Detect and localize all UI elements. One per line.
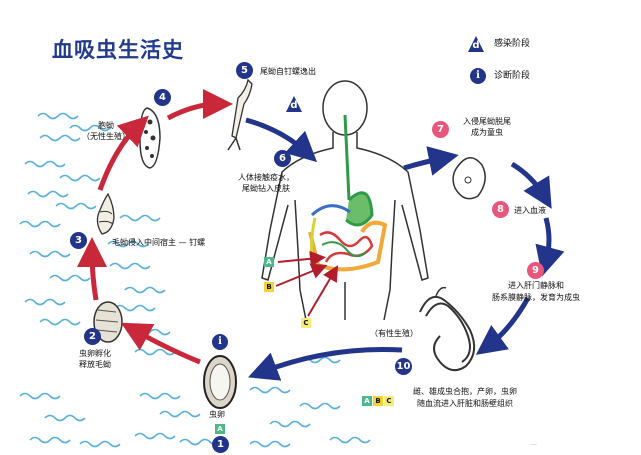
- step-4-number: 4: [154, 89, 171, 106]
- marker-a: A: [215, 424, 225, 434]
- blue-cycle-arrows: [245, 117, 565, 381]
- egg-illustration: [203, 355, 237, 409]
- step-9-number: 9: [527, 262, 544, 279]
- step-4-label-line1: 胞蚴: [98, 121, 114, 130]
- legend-infective-label: 感染阶段: [494, 39, 531, 49]
- step-7-number: 7: [432, 121, 449, 138]
- red-cycle-arrows: [77, 89, 233, 365]
- step-1-number: 1: [212, 436, 229, 453]
- step-7-label-line1: 入侵尾蚴脱尾: [463, 117, 511, 126]
- step-2-label-line2: 释放毛蚴: [79, 360, 111, 369]
- diagram-title: 血吸虫生活史: [52, 38, 184, 62]
- marker-b: B: [373, 396, 383, 406]
- step-5-label: 尾蚴自钉螺逸出: [260, 67, 316, 76]
- cercaria-illustration: [227, 78, 253, 151]
- step-8-number: 8: [492, 201, 509, 218]
- marker-c: C: [384, 396, 394, 406]
- hatching-egg-illustration: [93, 301, 123, 343]
- step-4-label-line2: （无性生殖）: [82, 132, 130, 141]
- watermark: —: [530, 440, 537, 448]
- sexual-reproduction-label: （有性生殖）: [370, 329, 418, 338]
- marker-a: A: [362, 396, 372, 406]
- step-6-number: 6: [274, 150, 291, 167]
- step-3-number: 3: [70, 232, 87, 249]
- schistosomulum-illustration: [452, 157, 486, 200]
- step-3-label: 毛蚴侵入中间宿主 — 钉螺: [112, 238, 206, 247]
- step-6-label-line1: 人体接触疫水，: [238, 173, 294, 182]
- water-waves: [19, 112, 371, 448]
- step-9-label-line2: 肠系膜静脉，发育为成虫: [492, 293, 580, 302]
- adult-worms-illustration: [419, 286, 476, 372]
- diagnostic-stage-icon: i: [470, 68, 486, 84]
- step-8-label: 进入血液: [514, 206, 546, 215]
- digestive-organs: [308, 114, 388, 272]
- step-6-label-line2: 尾蚴钻入皮肤: [242, 184, 290, 193]
- diagnostic-stage-icon: i: [212, 334, 228, 350]
- step-7-label-line2: 成为童虫: [471, 128, 503, 137]
- snail-illustration: [96, 192, 115, 235]
- step-9-label-line1: 进入肝门静脉和: [508, 281, 564, 290]
- step-2-number: 2: [84, 328, 101, 345]
- marker-b: B: [264, 282, 274, 292]
- step-2-label-line1: 虫卵孵化: [79, 349, 111, 358]
- sporocyst-illustration: [139, 107, 161, 169]
- skin-entry-arrows: [275, 250, 339, 317]
- step-1-label: 虫卵: [209, 410, 225, 419]
- marker-c: C: [301, 318, 311, 328]
- step-10-number: 10: [395, 358, 412, 375]
- marker-a: A: [264, 257, 274, 267]
- step-10-label-line1: 雌、雄成虫合抱，产卵，虫卵: [413, 387, 517, 396]
- legend-diagnostic-label: 诊断阶段: [494, 71, 531, 81]
- step-5-number: 5: [236, 62, 253, 79]
- step-10-label-line2: 随血流进入肝脏和肠壁组织: [417, 399, 513, 408]
